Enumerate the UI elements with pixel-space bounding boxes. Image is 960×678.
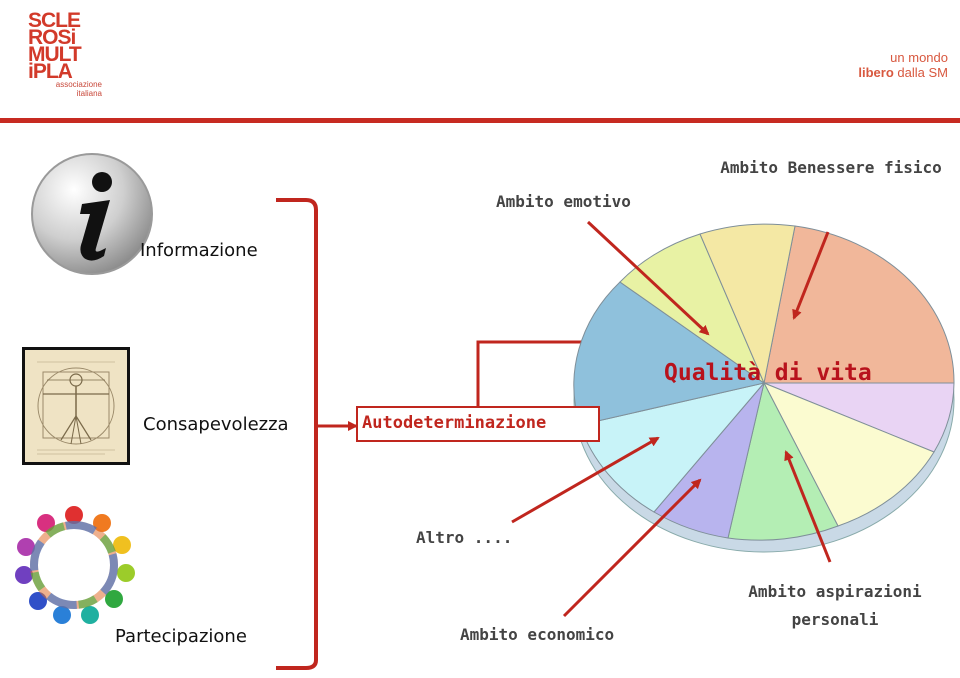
- logo-line: iPLA: [28, 60, 73, 83]
- pie-slice-green: [727, 381, 839, 541]
- auto-to-pie-arrow: [476, 337, 624, 406]
- header-divider: [0, 118, 960, 123]
- arrow-benessere: [792, 231, 830, 320]
- bracket: [276, 198, 318, 670]
- pie-slice-emotivo: [699, 223, 796, 385]
- label-informazione: Informazione: [140, 240, 258, 261]
- tagline: un mondo libero dalla SM: [858, 50, 948, 80]
- label-consapevolezza: Consapevolezza: [143, 414, 289, 435]
- pie-center-label: Qualità di vita: [664, 360, 872, 386]
- logo: SCLE ROSi MULT iPLA associazione italian…: [28, 9, 108, 112]
- logo-line: ROSi: [28, 26, 76, 49]
- pie-slice-benessere: [763, 225, 955, 384]
- tagline-line2: libero dalla SM: [858, 65, 948, 80]
- annotation-altro: Altro ....: [416, 528, 513, 547]
- logo-line: MULT: [28, 43, 82, 66]
- people-ring-icon: [15, 506, 135, 624]
- pie-slices: [573, 223, 955, 541]
- vitruvian-drawing: [37, 361, 115, 455]
- annotation-benessere: Ambito Benessere fisico: [720, 158, 942, 177]
- arrow-emotivo: [586, 220, 710, 336]
- label-partecipazione: Partecipazione: [115, 626, 247, 647]
- vitruvian-man-icon: [22, 347, 130, 465]
- people-ring: [15, 506, 135, 624]
- info-icon: [31, 153, 153, 275]
- arrow-aspirazioni: [784, 450, 832, 563]
- annotation-aspirazioni: Ambito aspirazioni personali: [748, 582, 922, 629]
- logo-subtitle: italiana: [76, 89, 102, 98]
- pie-chart: [573, 223, 955, 553]
- tagline-line1: un mondo: [890, 50, 948, 65]
- annotation-economico: Ambito economico: [460, 625, 615, 644]
- tagline-bold: libero: [858, 65, 894, 80]
- annotation-emotivo: Ambito emotivo: [496, 192, 631, 211]
- autodeterminazione-label: Autodeterminazione: [362, 413, 547, 433]
- autodeterminazione-box: [356, 406, 600, 442]
- tagline-rest: dalla SM: [893, 65, 948, 80]
- pie-annotation-arrows: [511, 220, 832, 618]
- logo-line: SCLE: [28, 9, 81, 32]
- pie-slice-green-yellow: [619, 233, 766, 385]
- pie-slice-yellow: [762, 382, 935, 527]
- logo-subtitle: associazione: [55, 80, 102, 89]
- arrow-economico: [562, 478, 702, 618]
- arrow-altro: [511, 436, 660, 524]
